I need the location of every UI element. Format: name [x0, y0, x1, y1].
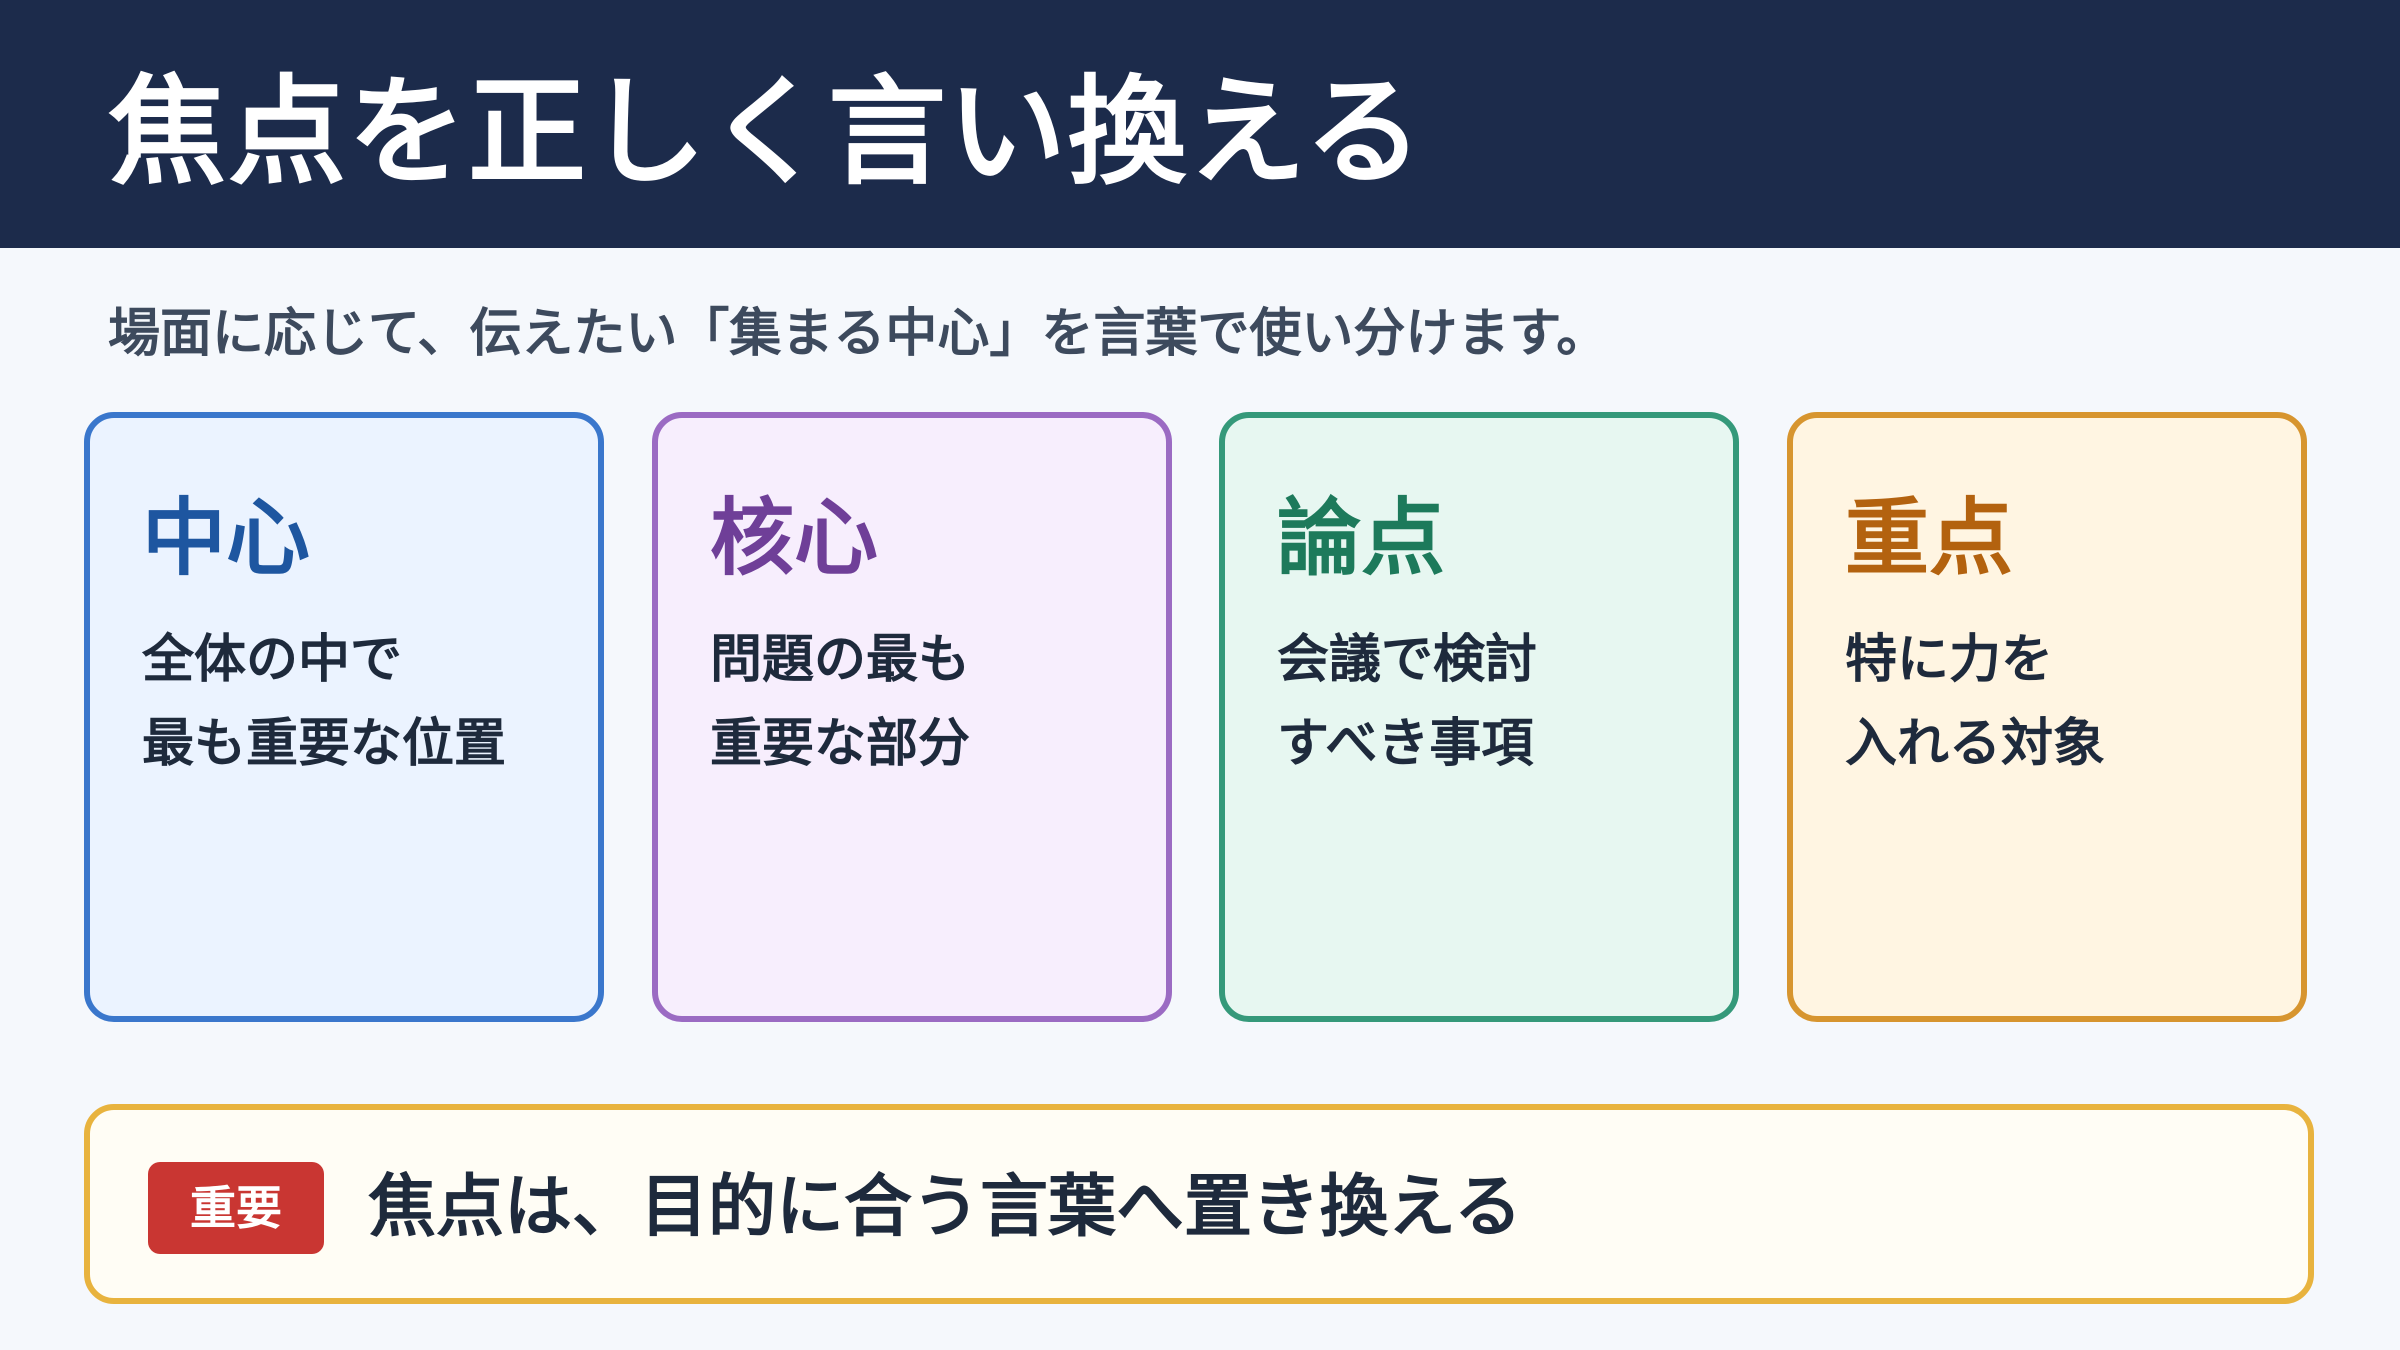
- card-description-line: 入れる対象: [1845, 714, 2106, 774]
- card-description-line: 特に力を: [1845, 630, 2054, 690]
- important-note-box: 重要 焦点は、目的に合う言葉へ置き換える: [84, 1104, 2314, 1304]
- card-title: 核心: [710, 489, 879, 587]
- card-description: 問題の最も 重要な部分: [710, 618, 970, 786]
- card-title: 重点: [1845, 489, 2014, 587]
- card-description-line: 全体の中で: [142, 630, 403, 690]
- card-title: 中心: [142, 489, 311, 587]
- card-description-line: 問題の最も: [710, 630, 971, 690]
- page-title: 焦点を正しく言い換える: [108, 63, 1425, 201]
- card-juten: 重点 特に力を 入れる対象: [1787, 412, 2307, 1022]
- card-ronten: 論点 会議で検討 すべき事項: [1219, 412, 1739, 1022]
- card-kakushin: 核心 問題の最も 重要な部分: [652, 412, 1172, 1022]
- important-note-text: 焦点は、目的に合う言葉へ置き換える: [368, 1168, 1522, 1247]
- card-description-line: すべき事項: [1277, 714, 1534, 774]
- header-bar: 焦点を正しく言い換える: [0, 0, 2400, 248]
- important-badge: 重要: [148, 1162, 324, 1254]
- card-description: 特に力を 入れる対象: [1845, 618, 2105, 786]
- card-title: 論点: [1277, 489, 1446, 587]
- card-chushin: 中心 全体の中で 最も重要な位置: [84, 412, 604, 1022]
- card-description-line: 重要な部分: [710, 714, 971, 774]
- card-description: 全体の中で 最も重要な位置: [142, 618, 506, 786]
- card-description-line: 最も重要な位置: [142, 714, 507, 774]
- card-description-line: 会議で検討: [1277, 630, 1538, 690]
- card-description: 会議で検討 すべき事項: [1277, 618, 1537, 786]
- subtitle: 場面に応じて、伝えたい「集まる中心」を言葉で使い分けます。: [108, 304, 1609, 364]
